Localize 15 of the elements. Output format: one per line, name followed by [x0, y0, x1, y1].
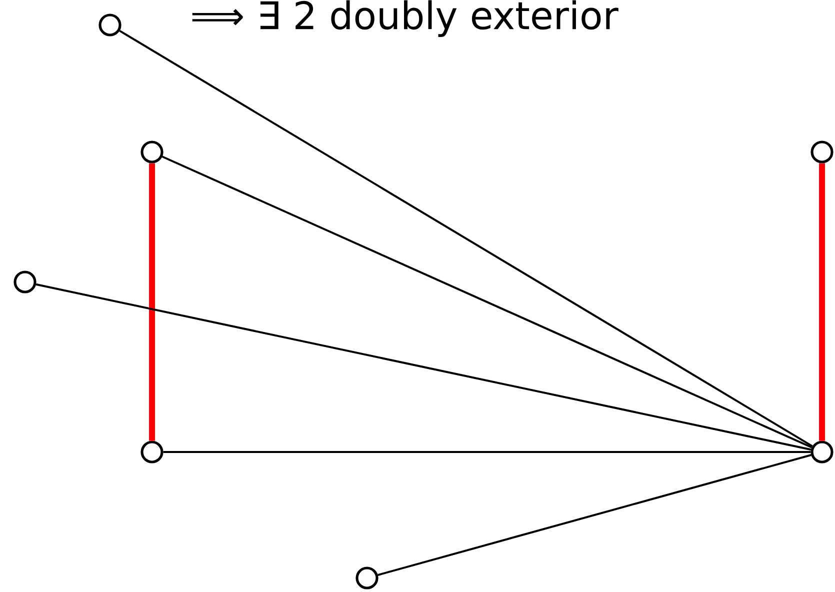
thick-edge [819, 163, 825, 441]
vertex-circle [14, 270, 36, 294]
vertex-circle [810, 140, 834, 164]
vertex-circle [140, 140, 164, 164]
edge-line [163, 451, 811, 453]
edge-line [378, 454, 812, 576]
edge-line [36, 283, 812, 451]
vertex-circle [810, 440, 834, 464]
vertex-circle [140, 440, 164, 464]
vertex-circle [356, 566, 378, 590]
heading: ⟹ ∃ 2 doubly exterior [192, 0, 618, 37]
edge-line [162, 156, 812, 448]
vertex-circle [98, 14, 122, 36]
edge-line [119, 30, 813, 448]
thick-edge [149, 163, 155, 441]
